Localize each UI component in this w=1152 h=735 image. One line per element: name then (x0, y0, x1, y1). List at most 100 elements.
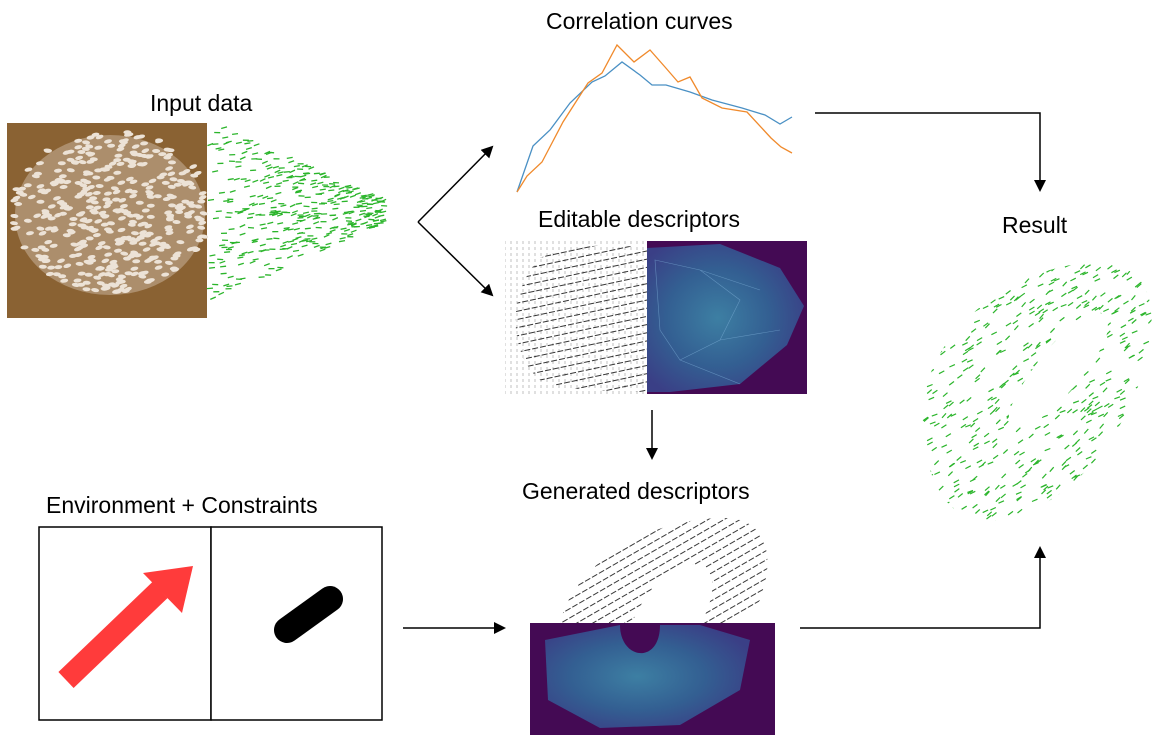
agent-mark (300, 174, 307, 178)
agent-mark (967, 347, 974, 352)
agent-mark (1084, 289, 1090, 295)
agent-mark (326, 231, 333, 235)
agent-mark (301, 239, 309, 242)
sheep-dot (182, 169, 191, 174)
agent-mark (1037, 283, 1044, 287)
agent-mark (1116, 388, 1123, 393)
sheep-dot (53, 196, 61, 201)
agent-mark (1034, 311, 1041, 317)
agent-mark (271, 213, 279, 217)
agent-mark (1011, 254, 1016, 257)
agent-mark (1085, 383, 1091, 389)
agent-mark (933, 422, 940, 427)
sheep-dot (161, 272, 170, 277)
agent-mark (1005, 322, 1012, 327)
agent-mark (312, 185, 319, 189)
sheep-dot (142, 247, 151, 252)
agent-mark (1080, 525, 1086, 528)
agent-mark (1061, 464, 1067, 471)
agent-mark (327, 199, 334, 203)
agent-mark (282, 240, 289, 245)
agent-mark (948, 401, 954, 407)
agent-mark (1081, 398, 1087, 404)
agent-mark (940, 350, 946, 356)
sheep-dot (54, 212, 62, 218)
agent-mark (1132, 507, 1138, 514)
agent-mark (1057, 434, 1064, 439)
agent-mark (1131, 319, 1137, 324)
agent-mark (319, 188, 326, 191)
agent-mark (251, 240, 258, 244)
agent-mark (1100, 256, 1104, 260)
agent-mark (239, 209, 246, 213)
sheep-dot (36, 184, 45, 189)
sheep-dot (74, 194, 83, 199)
agent-mark (252, 258, 259, 261)
agent-mark (922, 285, 928, 290)
sheep-dot (20, 245, 29, 250)
sheep-dot (104, 139, 112, 144)
agent-mark (1121, 452, 1127, 458)
agent-mark (1080, 415, 1086, 421)
agent-mark (1029, 310, 1035, 315)
agent-mark (946, 449, 953, 454)
agent-mark (1105, 378, 1112, 382)
agent-mark (952, 319, 959, 324)
agent-mark (283, 170, 290, 173)
sheep-dot (57, 161, 66, 166)
agent-mark (1097, 259, 1103, 261)
agent-mark (932, 389, 938, 395)
agent-mark (943, 501, 950, 505)
agent-mark (290, 212, 297, 217)
agent-mark (260, 227, 268, 230)
sheep-dot (94, 145, 103, 150)
agent-mark (240, 178, 247, 181)
sheep-dot (126, 213, 135, 218)
agent-mark (1127, 411, 1133, 417)
sheep-dot (165, 230, 174, 236)
agent-mark (1120, 324, 1127, 329)
agent-mark (1101, 496, 1107, 502)
agent-mark (247, 226, 255, 229)
agent-mark (943, 293, 950, 299)
flow-arrow-icon (800, 546, 1046, 629)
agent-mark (1109, 490, 1115, 497)
agent-mark (1041, 414, 1048, 418)
agent-mark (1109, 507, 1115, 513)
flow-arrows (403, 112, 1046, 634)
agent-mark (909, 259, 914, 262)
sheep-dot (75, 212, 84, 217)
sheep-dot (117, 279, 126, 284)
agent-mark (1111, 310, 1117, 315)
agent-mark (949, 532, 955, 534)
agent-mark (937, 253, 941, 257)
agent-mark (241, 150, 248, 155)
agent-mark (1129, 416, 1135, 421)
agent-mark (1049, 262, 1055, 266)
sheep-dot (41, 258, 50, 264)
agent-mark (1123, 346, 1129, 352)
sheep-dot (165, 152, 173, 158)
sheep-dot (128, 163, 137, 168)
agent-mark (1028, 306, 1035, 311)
agent-mark (1047, 485, 1054, 489)
agent-mark (350, 223, 357, 227)
agent-mark (948, 381, 955, 386)
agent-mark (970, 328, 977, 333)
agent-mark (1078, 487, 1084, 493)
sheep-dot (132, 237, 141, 243)
agent-mark (249, 260, 256, 264)
sheep-dot (158, 152, 167, 157)
sheep-dot (135, 200, 144, 205)
agent-mark (1071, 486, 1077, 492)
sheep-dot (167, 171, 176, 177)
agent-mark (910, 248, 914, 253)
agent-mark (1074, 474, 1081, 478)
agent-mark (1019, 272, 1025, 278)
agent-mark (954, 321, 960, 326)
agent-mark (1044, 431, 1051, 436)
sheep-dot (114, 241, 123, 246)
agent-mark (928, 291, 934, 297)
agent-mark (340, 227, 347, 230)
agent-mark (265, 185, 272, 190)
